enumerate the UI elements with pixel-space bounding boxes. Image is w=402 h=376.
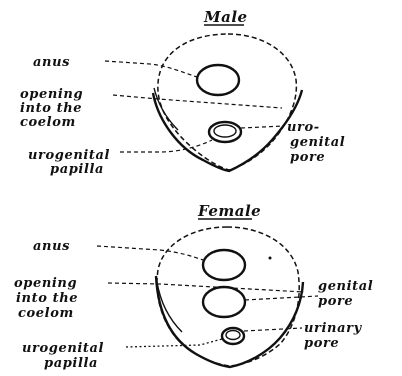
female-papilla-outline <box>156 276 303 367</box>
female-genital-pore-shape <box>203 287 245 317</box>
male-pore-leader <box>241 126 284 128</box>
female-coelom-line <box>108 283 304 292</box>
female-title: Female <box>197 202 261 220</box>
female-anus-shape <box>203 250 245 280</box>
female-anus-leader <box>97 246 203 260</box>
male-papilla-label-1: urogenital <box>28 148 110 163</box>
male-opening-label-3: coelom <box>20 115 76 130</box>
male-opening-label-2: into the <box>20 101 82 116</box>
male-coelom-line <box>113 95 282 108</box>
male-diagram: Male anus opening into the coelom urogen… <box>20 8 345 177</box>
female-papilla-label-2: papilla <box>44 356 98 371</box>
female-diagram: Female anus opening into the coelom geni… <box>14 202 373 371</box>
male-urogenital-pore-inner <box>214 125 236 137</box>
female-genital-leader <box>245 296 318 300</box>
female-body-outline <box>157 227 299 366</box>
female-urinary-label-1: urinary <box>304 321 363 336</box>
female-opening-label-3: coelom <box>18 306 74 321</box>
male-papilla-leader <box>120 140 212 152</box>
male-papilla-label-2: papilla <box>50 162 104 177</box>
female-urinary-pore-inner <box>226 331 240 340</box>
male-pore-label-3: pore <box>290 150 325 165</box>
male-title: Male <box>203 8 248 26</box>
male-anus-leader <box>105 61 197 77</box>
female-anus-label: anus <box>33 239 70 254</box>
female-urinary-label-2: pore <box>304 336 339 351</box>
female-speck <box>269 257 272 260</box>
male-anus-label: anus <box>33 55 70 70</box>
male-pore-label-1: uro- <box>287 120 320 135</box>
female-genital-label-2: pore <box>318 294 353 309</box>
male-body-outline <box>158 34 297 170</box>
female-papilla-label-1: urogenital <box>22 341 104 356</box>
female-papilla-leader <box>126 339 222 347</box>
male-pore-label-2: genital <box>290 135 345 150</box>
female-urinary-leader <box>244 328 302 331</box>
female-genital-label-1: genital <box>318 279 373 294</box>
female-opening-label-1: opening <box>14 276 77 291</box>
male-anus-shape <box>197 65 239 95</box>
female-opening-label-2: into the <box>16 291 78 306</box>
male-opening-label-1: opening <box>20 87 83 102</box>
